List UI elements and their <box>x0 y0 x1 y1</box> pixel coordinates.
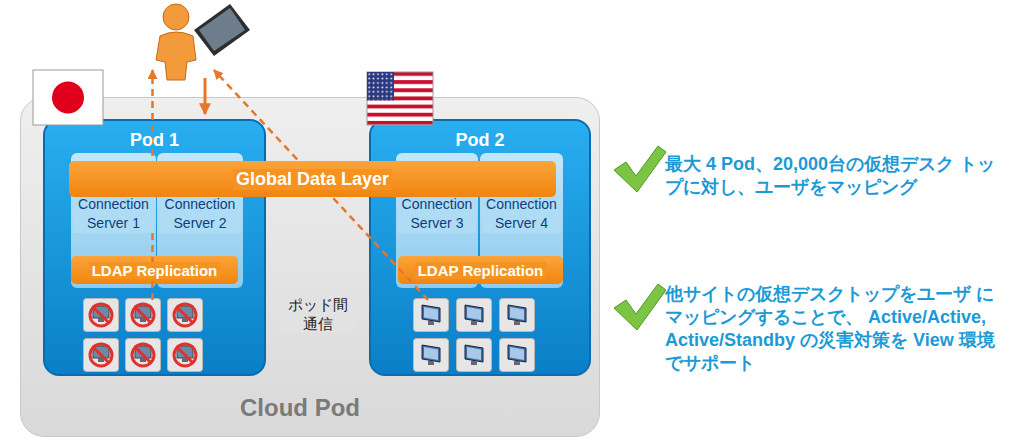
replication-band-text: LDAP Replication <box>89 262 221 279</box>
access-arrows <box>153 70 429 300</box>
cloud-pod-region-text: Cloud Pod <box>240 394 380 422</box>
replication-band: LDAP Replication <box>71 256 238 284</box>
pod-box-text: Pod 2 <box>455 129 504 151</box>
replication-band-text: LDAP Replication <box>415 262 547 279</box>
note-block: 他サイトの仮想デスクトップをユーザ にマッピングすることで、 Active/Ac… <box>665 283 1010 375</box>
server-box-text: Connection Server 3 <box>398 195 476 233</box>
server-box-text: Connection Server 2 <box>159 195 241 233</box>
japan-flag <box>33 70 103 125</box>
data-layer-band: Global Data Layer <box>69 161 556 197</box>
note-block: 最大 4 Pod、20,000台の仮想デスク トップに対し、ユーザをマッピング <box>665 153 1010 199</box>
cloud-pod-region: Cloud PodPod 1Connection Server 1Connect… <box>20 97 600 437</box>
pod-box-text: Pod 1 <box>130 129 179 151</box>
note-text: 最大 4 Pod、20,000台の仮想デスク トップに対し、ユーザをマッピング <box>665 153 1010 199</box>
note-text: 他サイトの仮想デスクトップをユーザ にマッピングすることで、 Active/Ac… <box>665 283 1010 375</box>
user-figure <box>156 4 250 80</box>
us-flag <box>367 72 433 125</box>
pod-box: Pod 2 Connection Server 3Connection Serve… <box>369 119 591 376</box>
link-label-text: ポッド間 通信 <box>281 295 355 333</box>
server-box-text: Connection Server 1 <box>73 195 154 233</box>
link-label: ポッド間 通信 <box>281 295 355 333</box>
data-layer-band-text: Global Data Layer <box>233 169 392 190</box>
pod-box: Pod 1 Connection Server 1Connection Serve… <box>43 119 266 376</box>
check-marks <box>614 146 666 330</box>
replication-band: LDAP Replication <box>398 256 563 284</box>
server-box-text: Connection Server 4 <box>482 195 561 233</box>
